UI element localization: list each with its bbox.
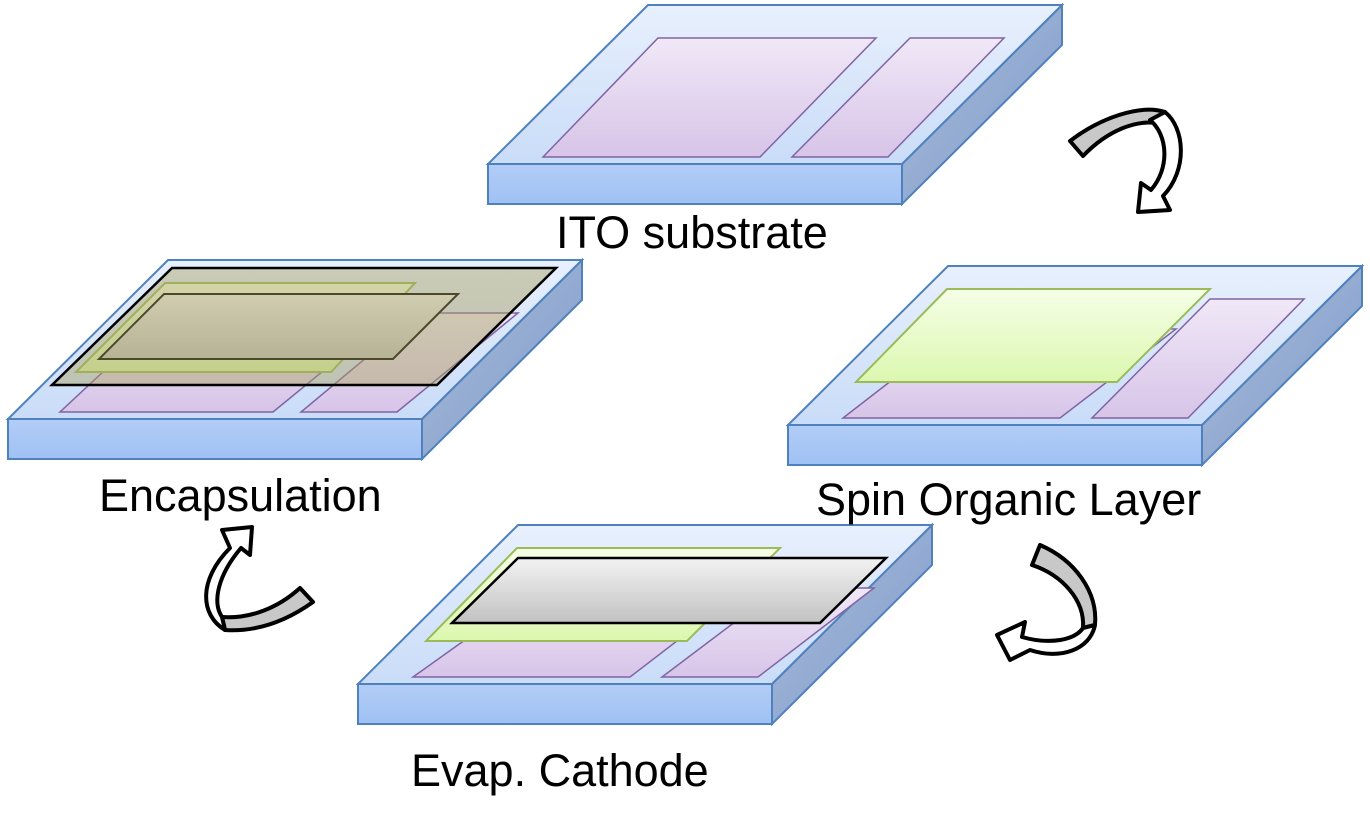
board-evap-cathode [355, 522, 935, 727]
cathode-layer [448, 556, 890, 625]
substrate-front-face [7, 418, 423, 460]
substrate-front-face [487, 163, 903, 205]
curved-arrow-icon [204, 525, 315, 633]
step-label-spin-organic-layer: Spin Organic Layer [816, 474, 1202, 525]
step-label-ito-substrate: ITO substrate [556, 207, 828, 258]
substrate-front-face [357, 683, 773, 725]
ito-pad [1090, 298, 1306, 419]
step-label-encapsulation: Encapsulation [99, 470, 382, 521]
board-encapsulation [5, 257, 585, 462]
encapsulation-layer [48, 266, 560, 387]
board-spin-organic [785, 263, 1365, 468]
curved-arrow-icon [1068, 107, 1183, 214]
ito-pad [298, 312, 521, 413]
cathode-layer [96, 293, 461, 360]
ito-pad [790, 37, 1006, 158]
step-label-evap-cathode: Evap. Cathode [411, 745, 709, 796]
board-ito-substrate [485, 2, 1065, 207]
organic-layer [853, 288, 1213, 383]
curved-arrow-icon [995, 543, 1098, 662]
ito-pad [541, 37, 878, 158]
substrate-front-face [787, 424, 1203, 466]
